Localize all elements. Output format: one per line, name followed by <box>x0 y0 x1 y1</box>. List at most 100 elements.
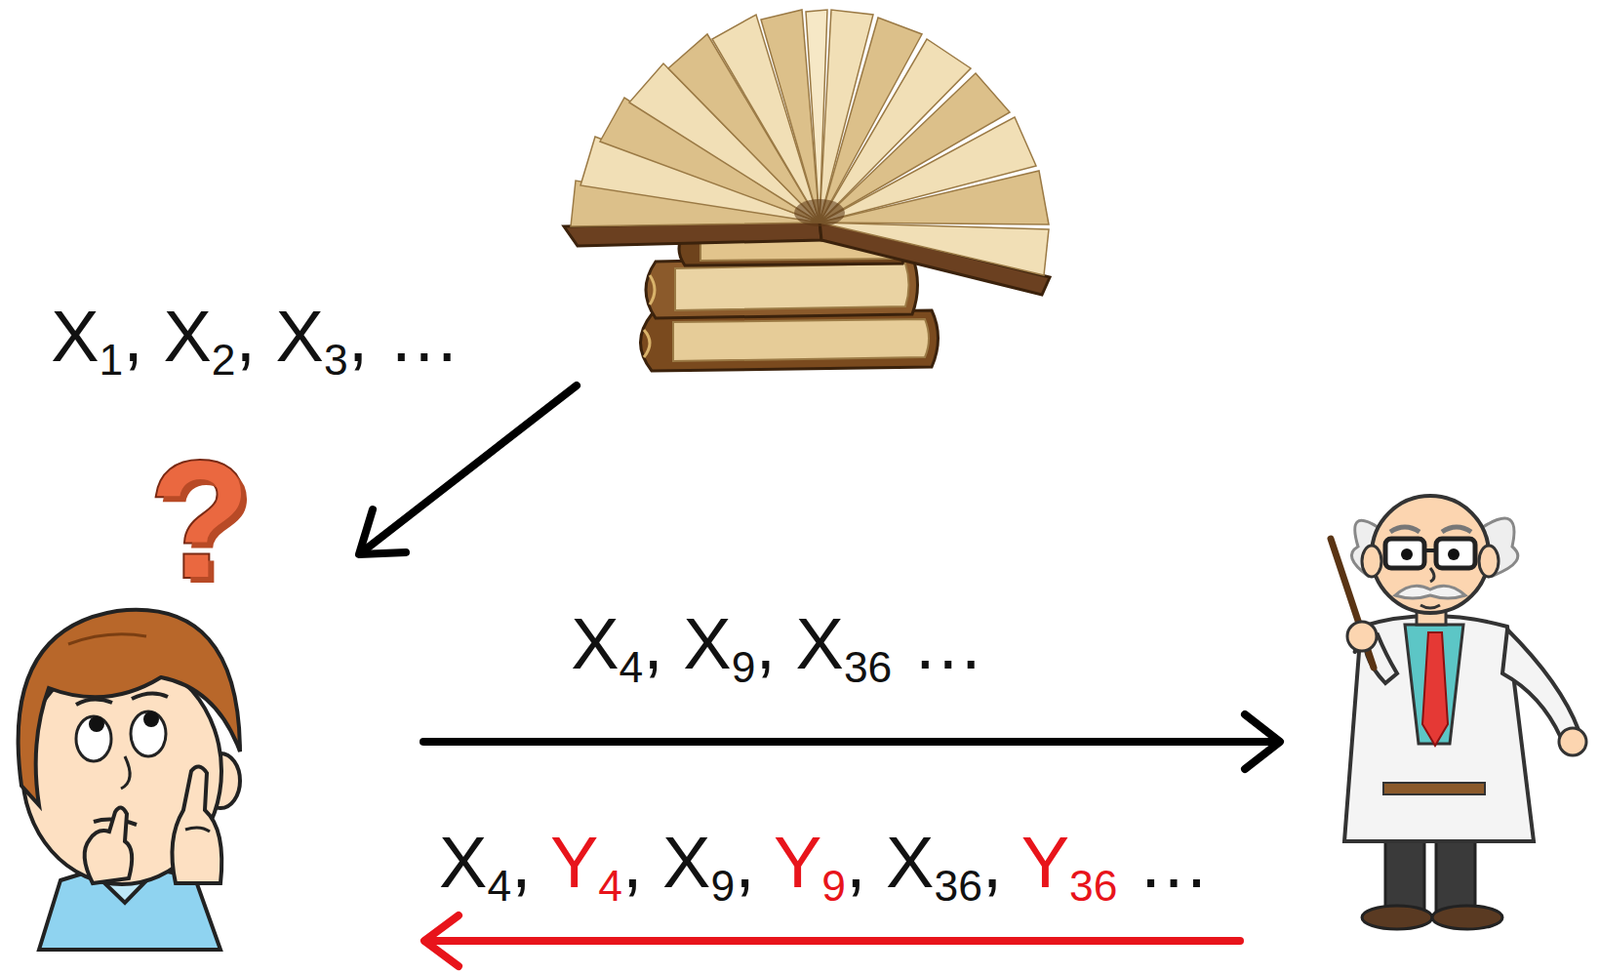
professor-illustration-part <box>1347 621 1377 651</box>
professor-illustration-part <box>1383 782 1485 795</box>
books-illustration-part-part <box>819 222 1049 276</box>
student-illustration-part <box>88 716 105 732</box>
variable-index: 9 <box>731 642 757 691</box>
separator: … <box>891 602 985 684</box>
variable-index: 3 <box>323 335 349 384</box>
professor-illustration-part <box>1559 727 1587 756</box>
variable-letter: Y <box>1021 821 1070 903</box>
separator: , <box>845 821 886 903</box>
separator: , <box>734 821 774 903</box>
student-illustration-part <box>84 806 133 883</box>
variable-letter: X <box>570 602 619 684</box>
professor-illustration-part <box>1424 548 1437 553</box>
labeled-list: X4, Y4, X9, Y9, X36, Y36 … <box>435 819 1214 907</box>
question-mark: ? <box>145 419 255 619</box>
books-illustration-part <box>794 199 845 227</box>
variable: X4 <box>570 602 643 684</box>
books-illustration-part <box>643 329 650 358</box>
variable-letter: X <box>796 602 844 684</box>
variable-index: 36 <box>843 642 892 691</box>
variable: Y36 <box>1021 821 1119 903</box>
variable-index: 2 <box>211 335 237 384</box>
professor-illustration-part <box>1390 526 1420 532</box>
variable: X36 <box>885 821 983 903</box>
separator: , … <box>348 295 461 377</box>
variable: Y9 <box>773 821 846 903</box>
query-arrow-part <box>1244 714 1280 769</box>
variable-index: 4 <box>619 642 644 691</box>
student-illustration-part <box>185 827 210 832</box>
book-to-student-arrow <box>359 385 577 555</box>
query-arrow-part <box>423 737 1280 746</box>
variable-letter: X <box>50 295 99 377</box>
variable: X3 <box>276 295 349 377</box>
variable: X9 <box>682 602 756 684</box>
variable-index: 36 <box>933 861 982 910</box>
book-to-student-arrow-part <box>359 509 406 555</box>
separator: , <box>511 821 551 903</box>
variable-letter: X <box>662 821 711 903</box>
variable: X2 <box>162 295 236 377</box>
student-illustration-part <box>76 716 112 761</box>
separator: , <box>642 602 683 684</box>
professor-illustration-part <box>1436 538 1476 568</box>
books-illustration-part <box>640 310 939 371</box>
variable-letter: X <box>276 295 324 377</box>
books-illustration <box>563 9 1050 371</box>
books-illustration-part <box>819 220 1050 295</box>
variable: X9 <box>662 821 735 903</box>
books-illustration-part <box>649 275 655 305</box>
student-illustration-part <box>131 692 168 699</box>
separator: , <box>122 295 163 377</box>
variable-letter: X <box>682 602 731 684</box>
separator: , <box>622 821 663 903</box>
professor-illustration-part <box>1420 604 1440 608</box>
books-illustration-part <box>570 9 1049 276</box>
variable-letter: Y <box>550 821 599 903</box>
sample-list: X1, X2, X3, … <box>46 293 465 381</box>
professor-illustration-part <box>1430 567 1435 582</box>
professor-illustration-part <box>1400 548 1413 560</box>
professor-illustration-part <box>1432 905 1503 929</box>
variable-index: 9 <box>710 861 735 910</box>
separator: … <box>1117 821 1210 903</box>
variable-letter: X <box>162 295 211 377</box>
variable-index: 36 <box>1069 861 1118 910</box>
answer-arrow-part <box>424 915 459 966</box>
professor-illustration-part <box>1502 629 1579 738</box>
professor-illustration-part <box>1371 495 1489 613</box>
student-illustration-part <box>76 698 113 705</box>
variable-letter: X <box>885 821 934 903</box>
variable-letter: X <box>439 821 487 903</box>
professor-illustration-part <box>1395 585 1466 599</box>
professor-illustration-part <box>1361 905 1433 929</box>
separator: , <box>982 821 1022 903</box>
books-illustration-part <box>675 263 910 311</box>
professor-illustration <box>1330 495 1587 929</box>
variable: X36 <box>796 602 893 684</box>
flow-arrows <box>359 385 1280 966</box>
variable-index: 4 <box>598 861 623 910</box>
answer-arrow <box>424 915 1240 966</box>
query-list: X4, X9, X36 … <box>566 600 989 688</box>
variable-index: 4 <box>486 861 512 910</box>
professor-illustration-part <box>1361 545 1382 577</box>
books-illustration-part-part <box>819 170 1049 225</box>
separator: , <box>235 295 276 377</box>
book-to-student-arrow-part <box>362 385 577 552</box>
books-illustration-part <box>673 319 929 361</box>
student-illustration-part <box>143 711 160 727</box>
professor-illustration-part <box>1447 548 1460 560</box>
variable-letter: Y <box>773 821 822 903</box>
professor-illustration-part <box>1385 538 1425 568</box>
student-illustration-part <box>120 756 130 789</box>
student-illustration-part <box>130 711 166 757</box>
query-arrow <box>423 714 1280 769</box>
variable-index: 9 <box>821 861 846 910</box>
student-illustration-part <box>171 765 222 883</box>
variable: X1 <box>50 295 123 377</box>
professor-illustration-part <box>1422 632 1448 746</box>
variable: Y4 <box>550 821 623 903</box>
student-illustration-part <box>68 634 147 644</box>
separator: ? <box>149 426 251 612</box>
